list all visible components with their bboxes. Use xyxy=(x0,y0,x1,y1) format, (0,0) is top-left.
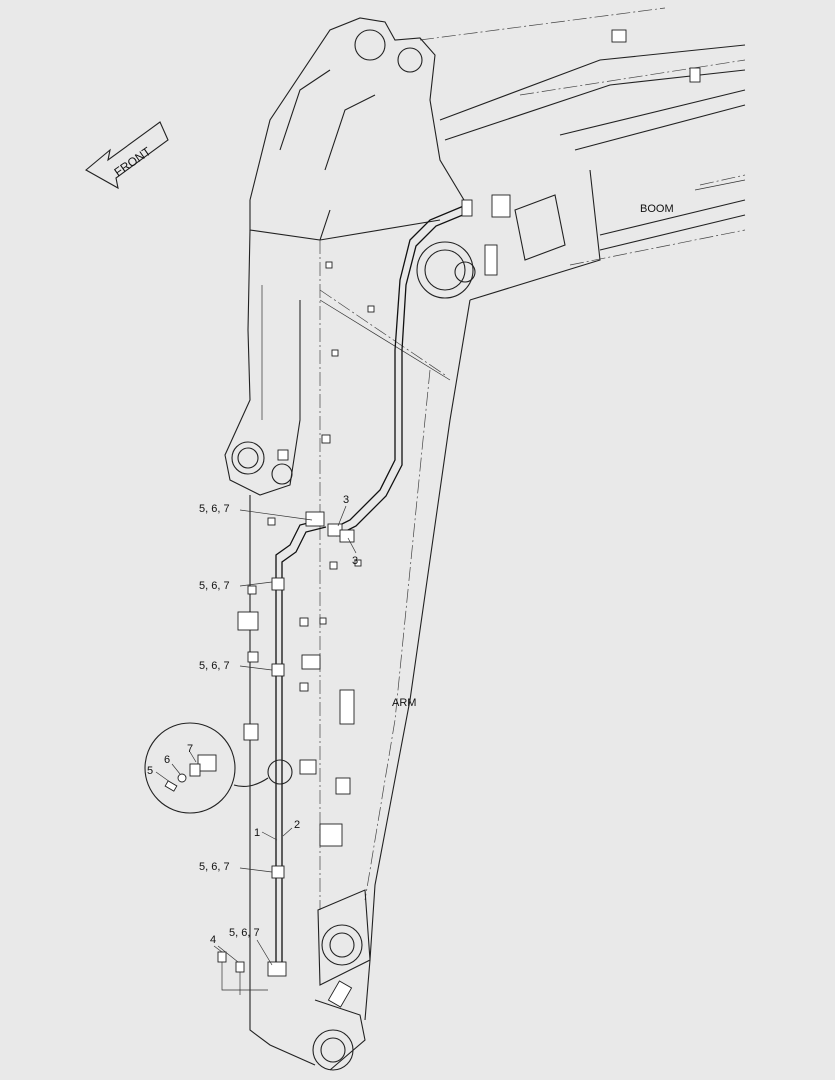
arm-structure: ARM xyxy=(224,17,471,1071)
callout-567-d: 5, 6, 7 xyxy=(199,861,230,873)
callout-2: 2 xyxy=(294,819,300,831)
callout-6: 6 xyxy=(164,754,170,766)
callout-567-c: 5, 6, 7 xyxy=(199,660,230,672)
front-label: FRONT xyxy=(112,144,154,180)
callout-4: 4 xyxy=(210,934,216,946)
detail-view xyxy=(144,722,269,814)
leader-lines xyxy=(155,505,357,966)
callout-567-a: 5, 6, 7 xyxy=(199,503,230,515)
callout-567-e: 5, 6, 7 xyxy=(229,927,260,939)
callout-567-b: 5, 6, 7 xyxy=(199,580,230,592)
callouts: 5, 6, 7 5, 6, 7 5, 6, 7 5, 6, 7 5, 6, 7 … xyxy=(147,494,358,946)
boom-structure: BOOM xyxy=(416,7,746,301)
callout-5: 5 xyxy=(147,765,153,777)
hose-assembly xyxy=(267,194,511,977)
callout-3b: 3 xyxy=(352,555,358,567)
part-4-bolts xyxy=(217,951,268,995)
callout-1: 1 xyxy=(254,827,260,839)
callout-3a: 3 xyxy=(343,494,349,506)
arm-label: ARM xyxy=(392,697,416,709)
callout-7: 7 xyxy=(187,743,193,755)
front-arrow: FRONT xyxy=(85,121,169,190)
boom-label: BOOM xyxy=(640,203,674,215)
